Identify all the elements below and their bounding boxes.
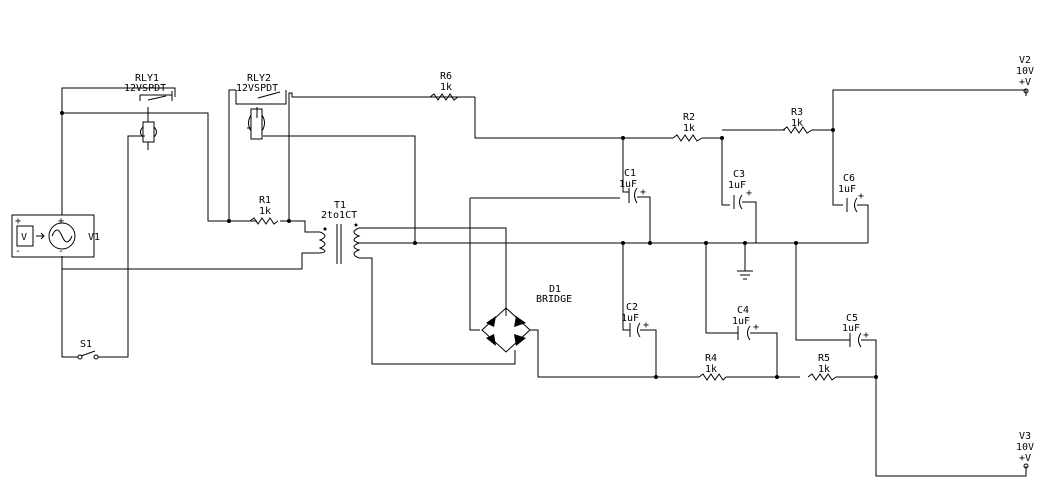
capacitor-c4[interactable]: C4 1uF + — [732, 305, 759, 341]
c4-plus: + — [753, 322, 759, 333]
d1-ref: D1 — [549, 284, 561, 295]
c2-plus: + — [643, 320, 649, 331]
v1-plus-2: + — [58, 216, 64, 227]
capacitor-c1[interactable]: C1 1uF + — [619, 168, 646, 204]
voltage-source-v2[interactable]: V2 10V +V — [1016, 55, 1034, 94]
junction-dots — [60, 111, 878, 379]
c1-value: 1uF — [619, 179, 637, 190]
relay-rly1[interactable]: RLY1 12VSPDT — [124, 73, 173, 143]
s1-ref: S1 — [80, 339, 92, 350]
v1-plus: + — [15, 216, 21, 227]
capacitor-c6[interactable]: C6 1uF + — [838, 173, 864, 213]
rly1-value: 12VSPDT — [124, 83, 166, 94]
r6-value: 1k — [440, 82, 452, 93]
r6-ref: R6 — [440, 71, 452, 82]
c6-ref: C6 — [843, 173, 855, 184]
switch-s1[interactable]: S1 — [77, 339, 99, 360]
c6-value: 1uF — [838, 184, 856, 195]
v2-symbol: +V — [1019, 77, 1031, 88]
switch-lever-icon — [80, 350, 96, 357]
diode-icon — [486, 334, 496, 346]
relay-contact-icon — [147, 95, 167, 101]
r3-ref: R3 — [791, 107, 803, 118]
c5-plus: + — [863, 330, 869, 341]
terminal-icon — [1023, 463, 1029, 469]
v1-label: V1 — [88, 232, 100, 243]
v1-ac-source[interactable]: V + - + - V1 — [11, 214, 100, 258]
diode-icon — [486, 316, 496, 327]
d1-value: BRIDGE — [536, 294, 572, 305]
r1-value: 1k — [259, 206, 271, 217]
r2-value: 1k — [683, 123, 695, 134]
c3-plus: + — [746, 188, 752, 199]
v1-minus-2: - — [58, 246, 64, 257]
c1-plus: + — [640, 187, 646, 198]
r5-value: 1k — [818, 364, 830, 375]
v3-value: 10V — [1016, 442, 1034, 453]
t1-ref: T1 — [334, 200, 346, 211]
diode-icon — [514, 334, 526, 346]
v2-ref: V2 — [1019, 55, 1031, 66]
r4-value: 1k — [705, 364, 717, 375]
sine-source-icon — [48, 222, 76, 250]
v1-minus: - — [15, 246, 21, 257]
c2-value: 1uF — [621, 313, 639, 324]
c5-value: 1uF — [842, 323, 860, 334]
r3-value: 1k — [791, 118, 803, 129]
diode-icon — [514, 316, 526, 327]
t1-value: 2to1CT — [321, 210, 357, 221]
v3-ref: V3 — [1019, 431, 1031, 442]
c4-ref: C4 — [737, 305, 749, 316]
arrow-icon — [36, 232, 45, 240]
c5-ref: C5 — [846, 313, 858, 324]
resistor-r6[interactable]: R6 1k — [429, 71, 459, 101]
c1-ref: C1 — [624, 168, 636, 179]
resistor-r1[interactable]: R1 1k — [249, 195, 279, 225]
relay-contact-icon — [257, 91, 281, 99]
transformer-t1[interactable]: T1 2to1CT — [318, 200, 361, 264]
c2-ref: C2 — [626, 302, 638, 313]
v2-value: 10V — [1016, 66, 1034, 77]
r1-ref: R1 — [259, 195, 271, 206]
c4-value: 1uF — [732, 316, 750, 327]
bridge-rectifier-d1[interactable]: D1 BRIDGE — [481, 284, 572, 353]
terminal-icon — [1023, 88, 1029, 94]
relay-coil-icon — [142, 121, 155, 143]
c3-ref: C3 — [733, 169, 745, 180]
coil-icon — [353, 227, 361, 259]
resistor-r3[interactable]: R3 1k — [782, 107, 813, 134]
r4-ref: R4 — [705, 353, 717, 364]
resistor-r5[interactable]: R5 1k — [807, 353, 837, 381]
relay-coil-icon — [250, 108, 263, 140]
voltage-source-v3[interactable]: V3 10V +V — [1016, 431, 1034, 469]
capacitor-c2[interactable]: C2 1uF + — [621, 302, 649, 338]
ground-icon — [737, 270, 753, 280]
resistor-r2[interactable]: R2 1k — [672, 112, 703, 142]
c3-value: 1uF — [728, 180, 746, 191]
rly1-ref: RLY1 — [135, 73, 159, 84]
capacitor-c3[interactable]: C3 1uF + — [728, 169, 752, 210]
resistor-r4[interactable]: R4 1k — [698, 353, 727, 381]
rly2-ref: RLY2 — [247, 73, 271, 84]
v1-meter-label: V — [21, 232, 27, 243]
rly2-value: 12VSPDT — [236, 83, 278, 94]
c6-plus: + — [858, 191, 864, 202]
coil-icon — [318, 231, 326, 254]
relay-rly2[interactable]: RLY2 12VSPDT — [235, 73, 287, 140]
v3-symbol: +V — [1019, 453, 1031, 464]
capacitor-c5[interactable]: C5 1uF + — [842, 313, 869, 348]
wires — [61, 87, 1027, 477]
r5-ref: R5 — [818, 353, 830, 364]
r2-ref: R2 — [683, 112, 695, 123]
